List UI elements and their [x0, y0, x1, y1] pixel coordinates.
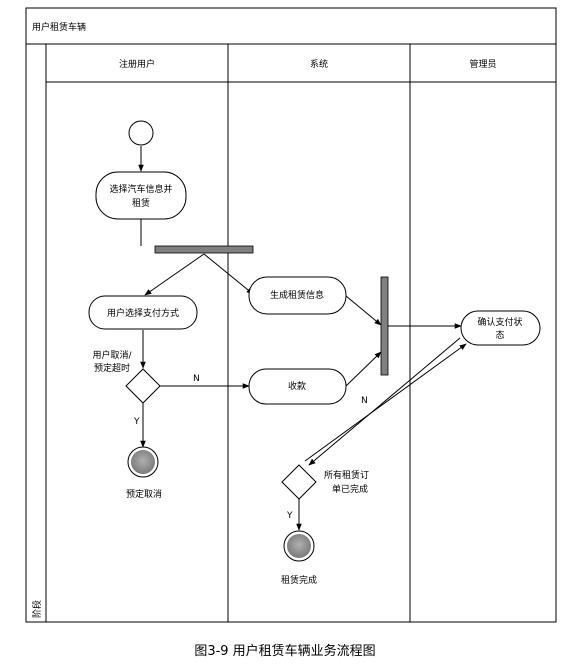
activity-select-car	[95, 171, 187, 220]
activity-select-car-line1: 选择汽车信息并	[109, 183, 172, 195]
edge-collect-to-join	[345, 351, 382, 387]
edge-fork-to-gen-lease	[203, 253, 254, 295]
lane-header-system: 系统	[310, 58, 328, 70]
figure-caption: 图3-9 用户租赁车辆业务流程图	[194, 644, 376, 659]
end-node-cancel	[131, 450, 155, 474]
diagram-title: 用户租赁车辆	[32, 21, 86, 33]
decision-cancel	[125, 368, 161, 404]
all-done-label-line1: 所有租赁订	[324, 469, 369, 481]
edge-label-y-cancel: Y	[133, 417, 140, 427]
fork-bar	[154, 245, 254, 254]
all-done-label-line2: 单已完成	[332, 483, 368, 495]
activity-confirm-pay-line2: 态	[495, 329, 504, 341]
cancel-label-line2: 预定超时	[94, 362, 130, 374]
activity-collect	[248, 368, 347, 405]
join-bar	[380, 276, 389, 376]
activity-pay-method-label: 用户选择支付方式	[107, 307, 179, 319]
edge-label-n-collect: N	[193, 374, 200, 384]
activity-confirm-pay-line1: 确认支付状	[477, 316, 522, 328]
activity-collect-label: 收款	[288, 380, 306, 392]
activity-gen-lease-label: 生成租赁信息	[270, 289, 324, 301]
edge-label-y-done: Y	[286, 511, 293, 521]
edge-confirm-to-decision-a	[308, 337, 461, 466]
end-node-done	[287, 534, 311, 558]
end-done-label: 租赁完成	[281, 574, 317, 586]
edge-fork-to-pay	[144, 253, 205, 296]
lane-header-admin: 管理员	[469, 58, 496, 70]
start-node	[128, 120, 154, 146]
decision-all-done	[281, 464, 317, 500]
activity-confirm-pay	[460, 310, 541, 346]
edge-gen-lease-to-join	[345, 295, 382, 326]
activity-gen-lease	[248, 276, 347, 315]
cancel-label-line1: 用户取消/	[92, 349, 132, 361]
side-label: 阶段	[31, 600, 43, 618]
activity-pay-method	[88, 295, 198, 330]
end-cancel-label: 预定取消	[126, 488, 162, 500]
edge-confirm-to-decision-b	[304, 343, 467, 462]
activity-select-car-line2: 租赁	[132, 197, 150, 209]
edge-label-n-back: N	[361, 396, 368, 406]
lane-header-registered-user: 注册用户	[119, 58, 155, 70]
